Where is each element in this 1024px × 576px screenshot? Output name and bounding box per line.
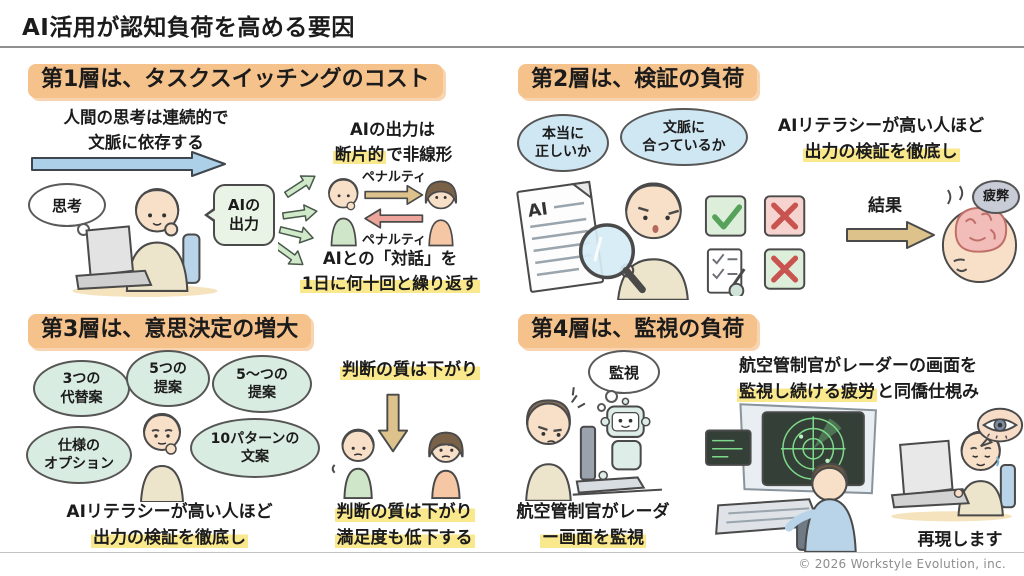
penalty-bottom-label: ペナルティ — [361, 233, 427, 248]
layer4-left-caption: 航空管制官がレーダ ー画面を監視 — [516, 502, 670, 548]
penalty-top-label: ペナルティ — [361, 170, 427, 185]
blue-arrow-icon — [31, 151, 226, 177]
layer3-quality-caption: 判断の質は下がり 満足度も低下する — [334, 502, 475, 548]
layer1-dialog-text: AIとの「対話」を 1日に何十回と繰り返す — [299, 249, 481, 293]
bubble-spec-options: 仕様の オプション — [26, 426, 132, 484]
layer4-heading: 第4層は、監視の負荷 — [518, 314, 758, 349]
green-fan-arrows-icon — [278, 175, 318, 266]
ai-output-speech-label: AIの 出力 — [227, 196, 261, 233]
eye-speech-bubble-icon — [976, 407, 1024, 448]
layer1-human-thought-text: 人間の思考は連続的で 文脈に依存する — [63, 108, 229, 152]
bubble-10-patterns: 10パターンの 文案 — [190, 418, 320, 478]
document-magnifier-illustration: AI — [516, 180, 689, 300]
person-watching-robot-illustration — [525, 387, 663, 501]
person-laptop-illustration — [72, 188, 218, 297]
monitor-cloud-bubble: 監視 — [588, 350, 660, 412]
page-title: AI活用が認知負荷を高める要因 — [22, 15, 355, 41]
title-divider — [0, 46, 1024, 48]
result-arrow-icon — [846, 221, 935, 249]
bubble-5range-proposals: 5〜つの 提案 — [212, 355, 312, 413]
dissatisfied-pair-illustration — [331, 428, 464, 500]
bubble-5-proposals: 5つの 提案 — [126, 350, 210, 407]
thinking-person-illustration — [139, 413, 185, 502]
ai-doc-label: AI — [527, 199, 549, 222]
footer-divider — [0, 552, 1024, 553]
layer1-ai-output-text: AIの出力は 断片的で非線形 — [332, 120, 453, 164]
two-people-penalty-illustration — [328, 178, 458, 247]
footer-copyright: © 2026 Workstyle Evolution, inc. — [798, 557, 1006, 571]
bubble-fits-context: 文脈に 合っているか — [620, 108, 748, 166]
layer2-heading: 第2層は、検証の負荷 — [518, 64, 758, 99]
thought-cloud-label: 思考 — [51, 196, 82, 215]
layer4-reproduce-caption: 再現します — [917, 530, 1003, 550]
bubble-3-alternatives: 3つの 代替案 — [33, 360, 130, 417]
layer4-radar-text: 航空管制官がレーダーの画面を 監視し続ける疲労と同僑仕梘み — [737, 356, 979, 402]
tired-person-laptop-illustration — [890, 430, 1016, 522]
bubble-really-correct: 本当に 正しいか — [517, 114, 609, 172]
tired-brain-head-illustration — [941, 185, 1018, 283]
layer3-literacy-text: AIリテラシーが高い人ほど 出力の検証を徹底し — [66, 502, 273, 548]
result-label: 結果 — [868, 196, 902, 216]
fatigue-bubble: 疲弊 — [972, 180, 1020, 214]
layer1-heading: 第1層は、タスクスイッチングのコスト — [28, 64, 443, 99]
layer2-literacy-text: AIリテラシーが高い人ほど 出力の検証を徹底し — [777, 116, 985, 162]
ai-output-speech-bubble: AIの 出力 — [213, 184, 275, 246]
layer3-quality-top-text: 判断の質は下がり — [340, 360, 480, 380]
monitor-cloud-label: 監視 — [608, 363, 639, 382]
layer3-heading: 第3層は、意思決定の増大 — [28, 314, 312, 349]
radar-console-illustration — [705, 403, 877, 552]
down-arrow-icon — [377, 393, 409, 453]
check-cross-icons — [704, 195, 806, 296]
